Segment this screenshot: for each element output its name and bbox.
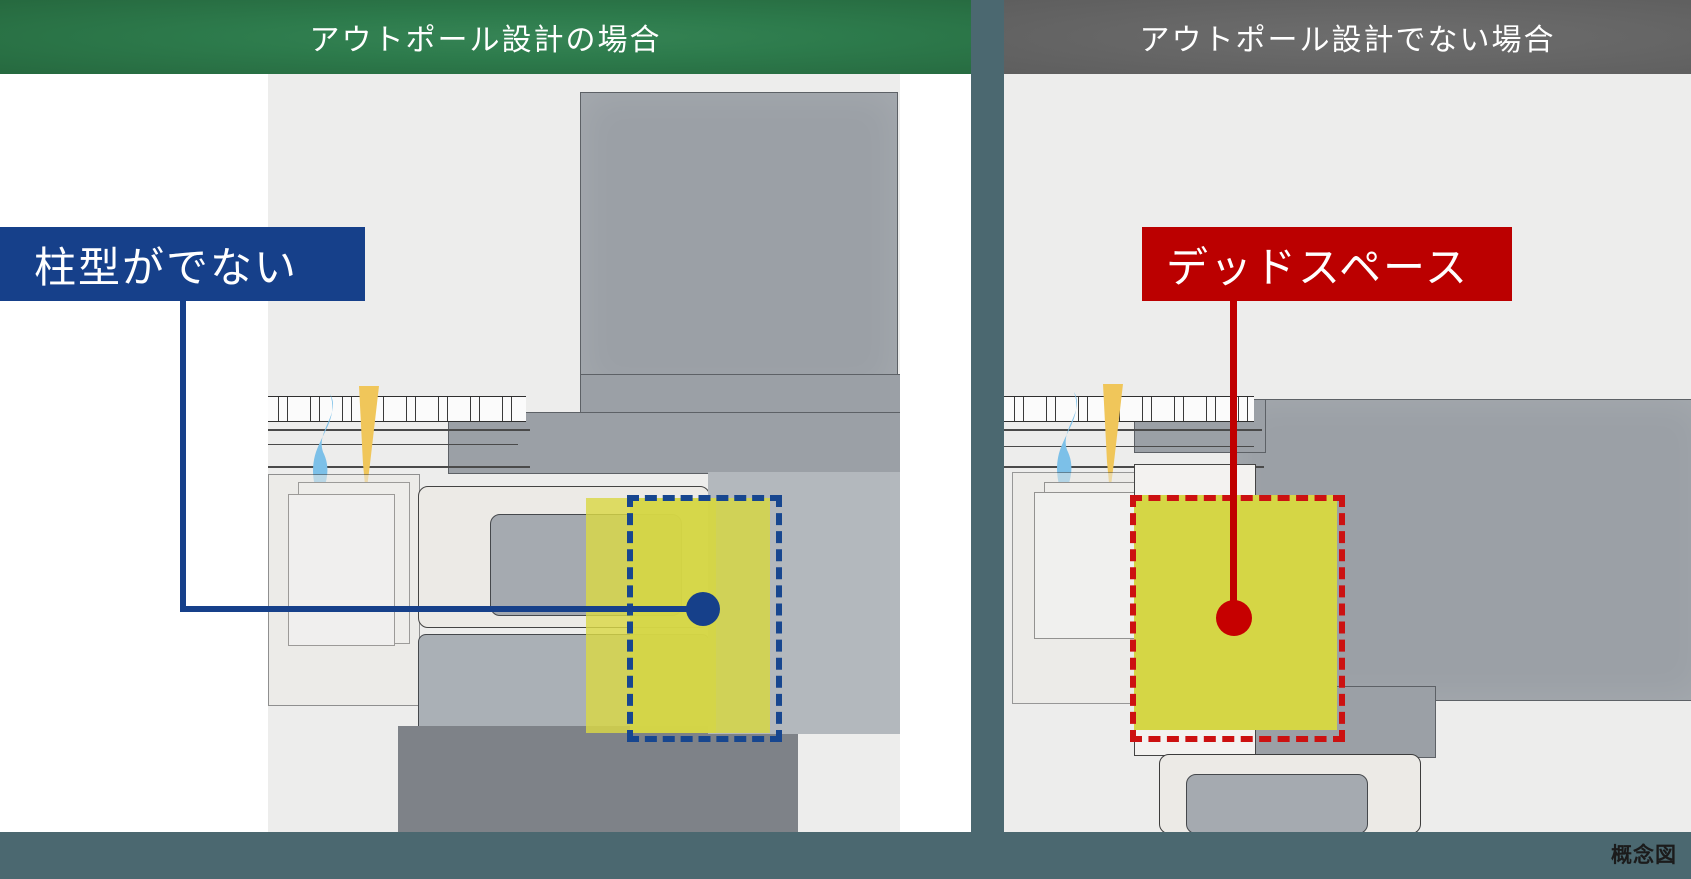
callout-label-red-text: デッドスペース bbox=[1166, 243, 1469, 291]
plan-balcony-rail bbox=[268, 396, 526, 422]
callout-label-red: デッドスペース bbox=[1142, 227, 1512, 301]
plan-grey-slab-strip bbox=[448, 412, 900, 474]
yellow-wind-arrow-icon-right bbox=[1103, 384, 1123, 494]
panel-body-right bbox=[1004, 74, 1691, 832]
plan-rail-ticks bbox=[268, 397, 526, 421]
yellow-wind-arrow-icon bbox=[359, 386, 379, 496]
plan-room-left-base bbox=[268, 474, 420, 706]
blue-wind-arrow-icon-right bbox=[1057, 392, 1078, 498]
footer-note: 概念図 bbox=[1611, 844, 1677, 867]
panel-header-right-title: アウトポール設計でない場合 bbox=[1139, 24, 1556, 57]
leader-line-blue-horizontal bbox=[180, 606, 704, 612]
plan-balcony-rail-r bbox=[1004, 396, 1254, 422]
highlight-box-blue-dashed bbox=[627, 495, 782, 742]
plan-rail-ticks-r bbox=[1004, 397, 1254, 421]
plan-rail-line-2 bbox=[268, 444, 518, 445]
marker-dot-red bbox=[1216, 600, 1252, 636]
plan-rail-line-1-r bbox=[1004, 429, 1262, 431]
panel-header-left-title: アウトポール設計の場合 bbox=[309, 24, 662, 57]
panel-body-left bbox=[0, 74, 971, 832]
leader-line-blue-vertical bbox=[180, 301, 186, 611]
plan-rail-line-2-r bbox=[1004, 446, 1254, 447]
callout-label-blue: 柱型がでない bbox=[0, 227, 365, 301]
panel-header-left: アウトポール設計の場合 bbox=[0, 0, 971, 74]
panel-divider bbox=[971, 0, 1004, 879]
blue-wind-arrow-icon bbox=[313, 394, 334, 500]
floor-plan-right bbox=[1004, 74, 1691, 832]
panel-header-right: アウトポール設計でない場合 bbox=[1004, 0, 1691, 74]
plan-unit-lower-room-r bbox=[1186, 774, 1368, 832]
plan-rail-line-1 bbox=[268, 429, 530, 431]
plan-grey-slab-upper bbox=[580, 92, 898, 394]
plan-rail-line-3 bbox=[268, 466, 530, 468]
highlight-box-red-dashed bbox=[1130, 495, 1345, 742]
marker-dot-blue bbox=[686, 592, 720, 626]
leader-line-red-vertical bbox=[1230, 300, 1237, 620]
footer-bar: 概念図 bbox=[0, 832, 1691, 879]
floor-plan-left bbox=[268, 74, 900, 832]
plan-bottom-band bbox=[398, 726, 798, 832]
plan-grey-slab-lower bbox=[580, 374, 900, 414]
callout-label-blue-text: 柱型がでない bbox=[34, 243, 299, 291]
